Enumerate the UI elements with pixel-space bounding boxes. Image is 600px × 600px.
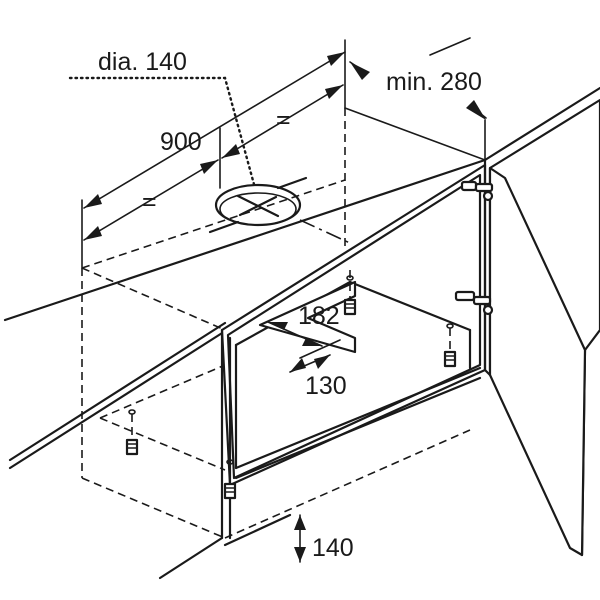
- screw-icon: [443, 323, 457, 368]
- equal-right-label: =: [276, 106, 291, 134]
- dim-cutout-width: 130: [289, 339, 347, 400]
- cutout-width-label: 130: [305, 372, 347, 400]
- door-hinges: [454, 180, 494, 316]
- cabinet-door: [483, 98, 600, 557]
- bottom-height-label: 140: [312, 534, 354, 562]
- dim-cabinet-width: 900 = =: [81, 39, 346, 269]
- ceiling-slab: [3, 37, 600, 470]
- dim-cutout-depth: 182: [267, 302, 340, 347]
- cutout-depth-label: 182: [298, 302, 340, 330]
- screw-icon: [223, 459, 237, 500]
- dim-duct-diameter: dia. 140: [68, 48, 257, 190]
- screw-icon: [125, 409, 139, 456]
- fixing-screws: [125, 270, 457, 500]
- dim-min-clearance: min. 280: [349, 61, 487, 161]
- cabinet-width-label: 900: [160, 128, 202, 156]
- duct-diameter-label: dia. 140: [98, 48, 187, 76]
- equal-left-label: =: [142, 188, 157, 216]
- screw-icon: [343, 270, 357, 316]
- duct-opening: [208, 176, 353, 245]
- min-clearance-label: min. 280: [386, 68, 482, 96]
- dim-bottom-height: 140: [294, 514, 354, 563]
